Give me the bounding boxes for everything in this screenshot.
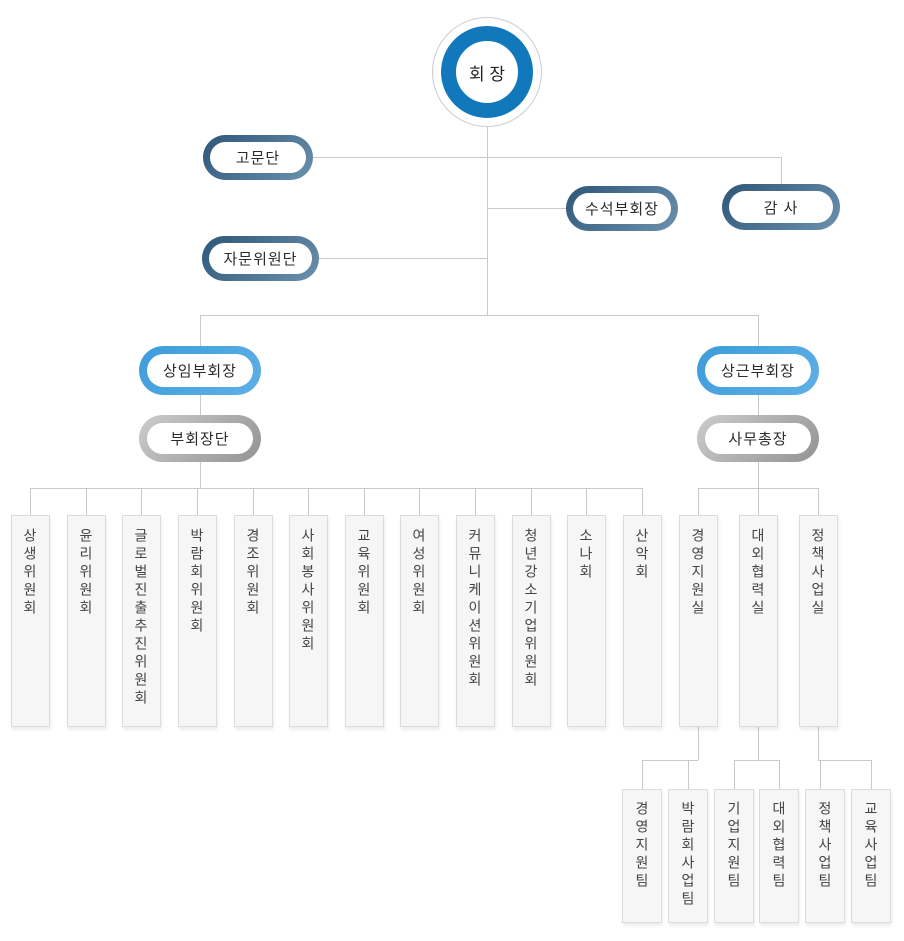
connector-line — [758, 315, 759, 346]
committee-label: 상생위원회 — [22, 528, 38, 618]
connector-line — [141, 488, 142, 515]
committee-label: 사회봉사위원회 — [300, 528, 316, 654]
committee-label: 교육위원회 — [356, 528, 372, 618]
team-label: 기업지원팀 — [726, 801, 742, 891]
connector-line — [487, 127, 488, 315]
committee-box: 커뮤니케이션위원회 — [455, 515, 495, 727]
connector-line — [200, 462, 201, 488]
node-advisory-group: 고문단 — [203, 135, 313, 180]
connector-line — [642, 488, 643, 515]
node-advisory-committee: 자문위원단 — [202, 236, 319, 281]
connector-line — [487, 208, 566, 209]
committee-box: 여성위원회 — [399, 515, 439, 727]
connector-line — [312, 157, 781, 158]
team-label: 교육사업팀 — [863, 801, 879, 891]
office-label: 대외협력실 — [750, 528, 766, 618]
connector-line — [758, 395, 759, 415]
committee-label: 청년강소기업위원회 — [523, 528, 539, 690]
connector-line — [758, 727, 759, 760]
connector-line — [818, 760, 871, 761]
committee-box: 소나회 — [566, 515, 606, 727]
office-box: 경영지원실 — [678, 515, 718, 727]
node-senior-vice-chairman: 수석부회장 — [566, 186, 678, 231]
committee-box: 글로벌진출추진위원회 — [121, 515, 161, 727]
chairman-label: 회 장 — [441, 26, 533, 118]
team-label: 대외협력팀 — [771, 801, 787, 891]
connector-line — [818, 727, 819, 760]
node-standing-vice-chairman: 상임부회장 — [139, 346, 261, 395]
committee-box: 상생위원회 — [10, 515, 50, 727]
committee-box: 사회봉사위원회 — [288, 515, 328, 727]
committee-box: 청년강소기업위원회 — [511, 515, 551, 727]
connector-line — [779, 760, 780, 789]
team-box: 박람회사업팀 — [668, 789, 708, 923]
office-box: 대외협력실 — [738, 515, 778, 727]
connector-line — [86, 488, 87, 515]
connector-line — [758, 488, 759, 515]
committee-box: 윤리위원회 — [66, 515, 106, 727]
connector-line — [419, 488, 420, 515]
connector-line — [200, 315, 201, 346]
connector-line — [475, 488, 476, 515]
committee-box: 교육위원회 — [344, 515, 384, 727]
connector-line — [781, 157, 782, 184]
connector-line — [642, 760, 698, 761]
node-vice-chairman-group: 부회장단 — [139, 415, 261, 462]
connector-line — [734, 760, 735, 789]
office-box: 정책사업실 — [798, 515, 838, 727]
connector-line — [698, 727, 699, 760]
team-box: 정책사업팀 — [805, 789, 845, 923]
connector-line — [758, 462, 759, 488]
connector-line — [30, 488, 642, 489]
connector-line — [308, 488, 309, 515]
connector-line — [319, 258, 487, 259]
team-label: 박람회사업팀 — [680, 801, 696, 909]
team-box: 경영지원팀 — [622, 789, 662, 923]
connector-line — [364, 488, 365, 515]
committee-label: 글로벌진출추진위원회 — [133, 528, 149, 708]
committee-box: 박람회위원회 — [177, 515, 217, 727]
committee-label: 박람회위원회 — [189, 528, 205, 636]
committee-label: 여성위원회 — [411, 528, 427, 618]
connector-line — [200, 395, 201, 415]
team-label: 경영지원팀 — [634, 801, 650, 891]
connector-line — [871, 760, 872, 789]
connector-line — [820, 760, 821, 789]
connector-line — [200, 315, 758, 316]
committee-label: 소나회 — [578, 528, 594, 582]
office-label: 경영지원실 — [690, 528, 706, 618]
committee-label: 경조위원회 — [245, 528, 261, 618]
node-chairman: 회 장 — [432, 17, 542, 127]
connector-line — [818, 488, 819, 515]
team-label: 정책사업팀 — [817, 801, 833, 891]
committee-label: 윤리위원회 — [78, 528, 94, 618]
node-resident-vice-chairman: 상근부회장 — [697, 346, 819, 395]
committee-label: 커뮤니케이션위원회 — [467, 528, 483, 690]
connector-line — [734, 760, 779, 761]
connector-line — [642, 760, 643, 789]
committee-label: 산악회 — [634, 528, 650, 582]
team-box: 기업지원팀 — [714, 789, 754, 923]
team-box: 교육사업팀 — [851, 789, 891, 923]
team-box: 대외협력팀 — [759, 789, 799, 923]
connector-line — [30, 488, 31, 515]
connector-line — [698, 488, 699, 515]
connector-line — [253, 488, 254, 515]
connector-line — [586, 488, 587, 515]
connector-line — [688, 760, 689, 789]
committee-box: 경조위원회 — [233, 515, 273, 727]
node-secretary-general: 사무총장 — [697, 415, 819, 462]
committee-box: 산악회 — [622, 515, 662, 727]
connector-line — [197, 488, 198, 515]
office-label: 정책사업실 — [810, 528, 826, 618]
connector-line — [531, 488, 532, 515]
node-auditor: 감 사 — [722, 184, 840, 230]
